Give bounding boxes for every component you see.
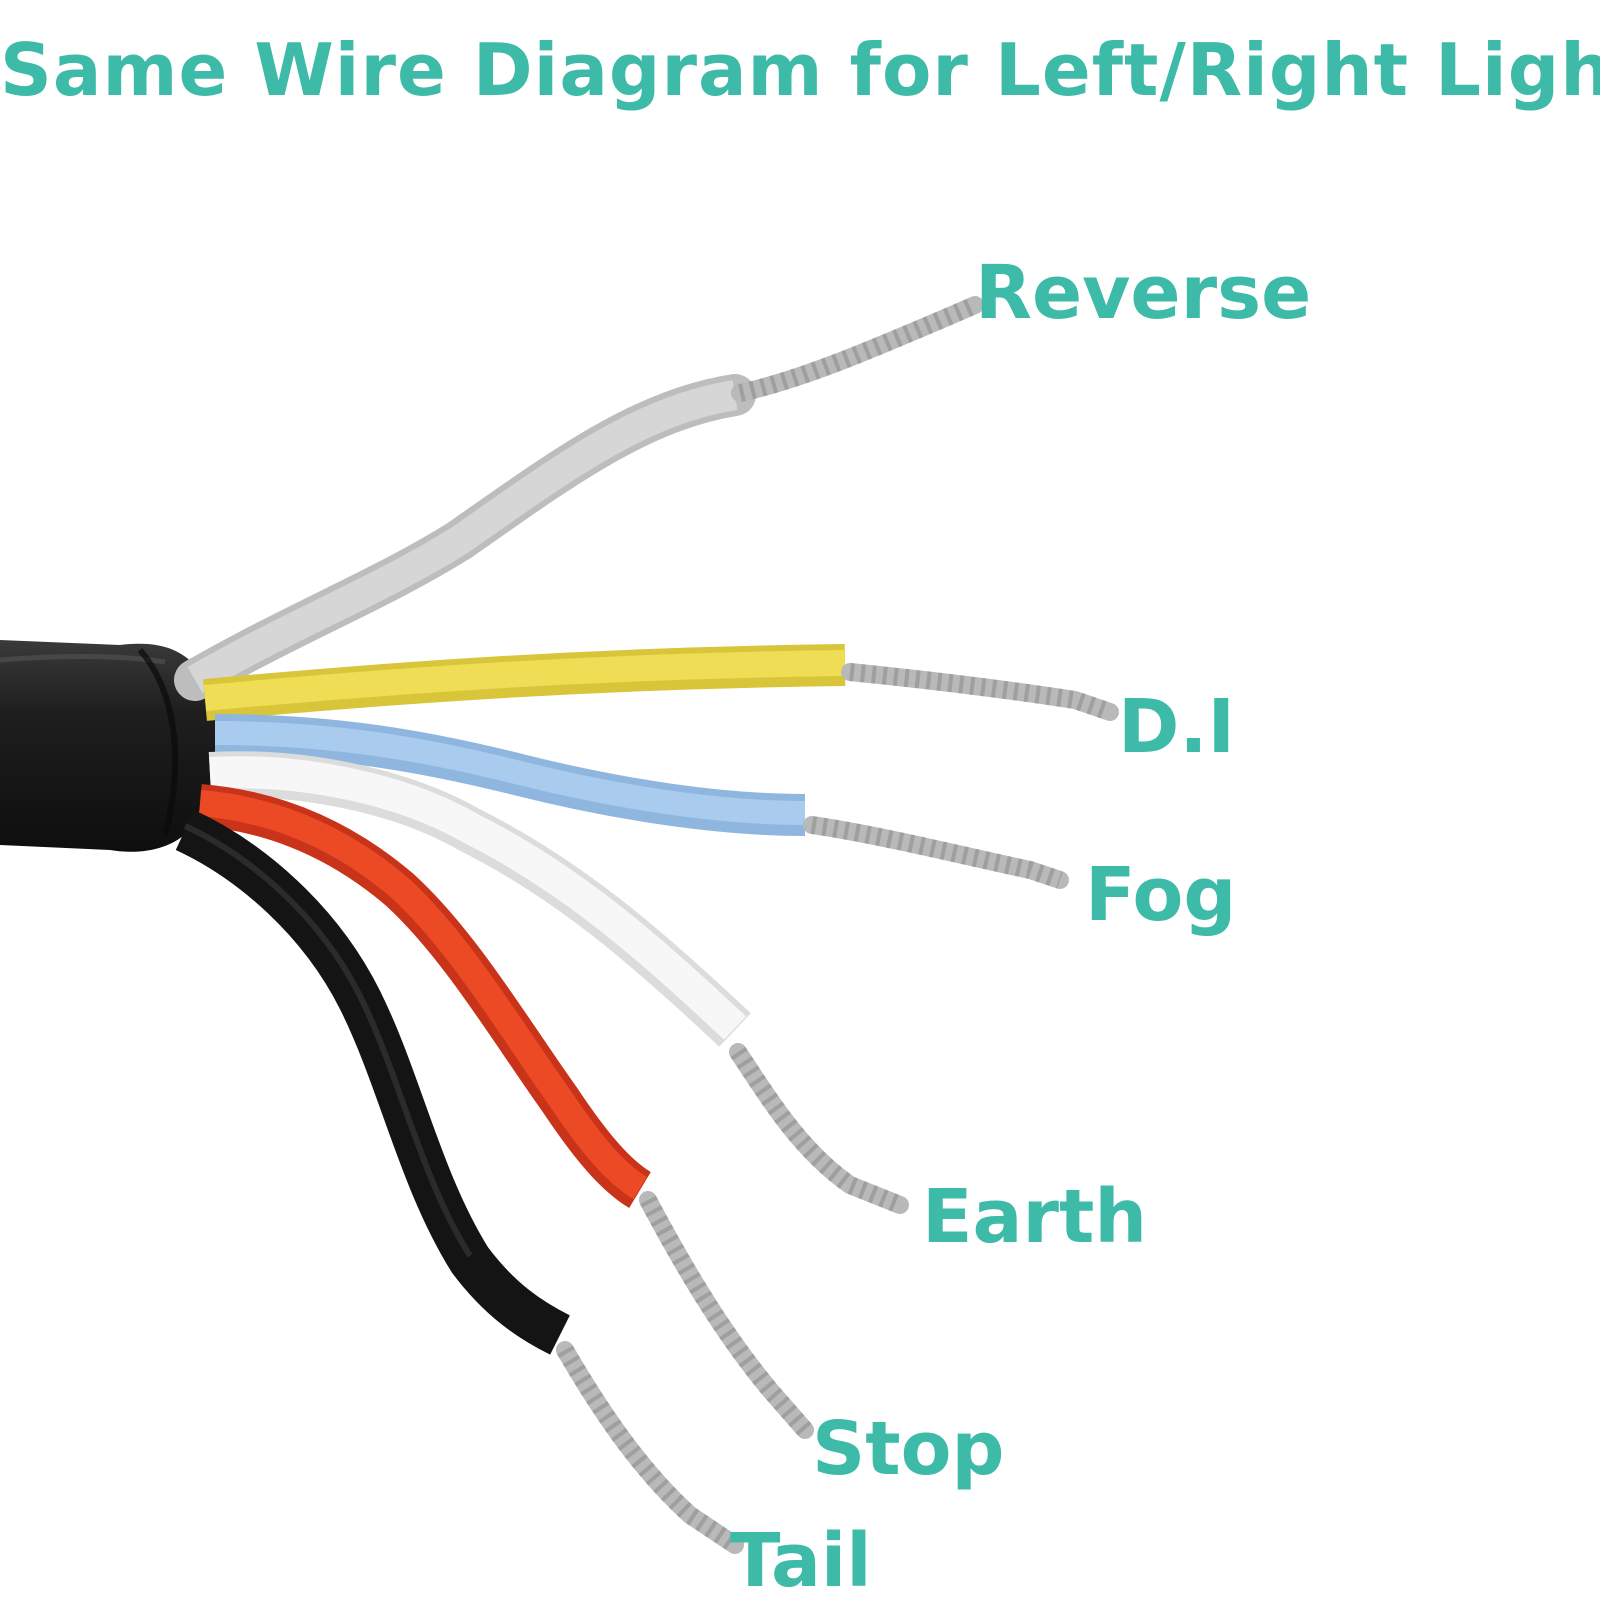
cable-sheath [0,640,221,852]
wire-fog [214,714,1069,889]
label-fog: Fog [1085,852,1237,938]
diagram-title: Same Wire Diagram for Left/Right Light [0,28,1600,112]
label-di: D.I [1118,684,1236,770]
label-earth: Earth [922,1174,1148,1260]
wire-di [203,644,1119,721]
wire-stop [198,784,814,1439]
label-reverse: Reverse [975,250,1312,336]
label-stop: Stop [812,1406,1005,1492]
wire-earth [208,751,909,1214]
wire-tail [175,810,744,1554]
wire-reverse [174,296,984,701]
label-tail: Tail [730,1518,872,1604]
